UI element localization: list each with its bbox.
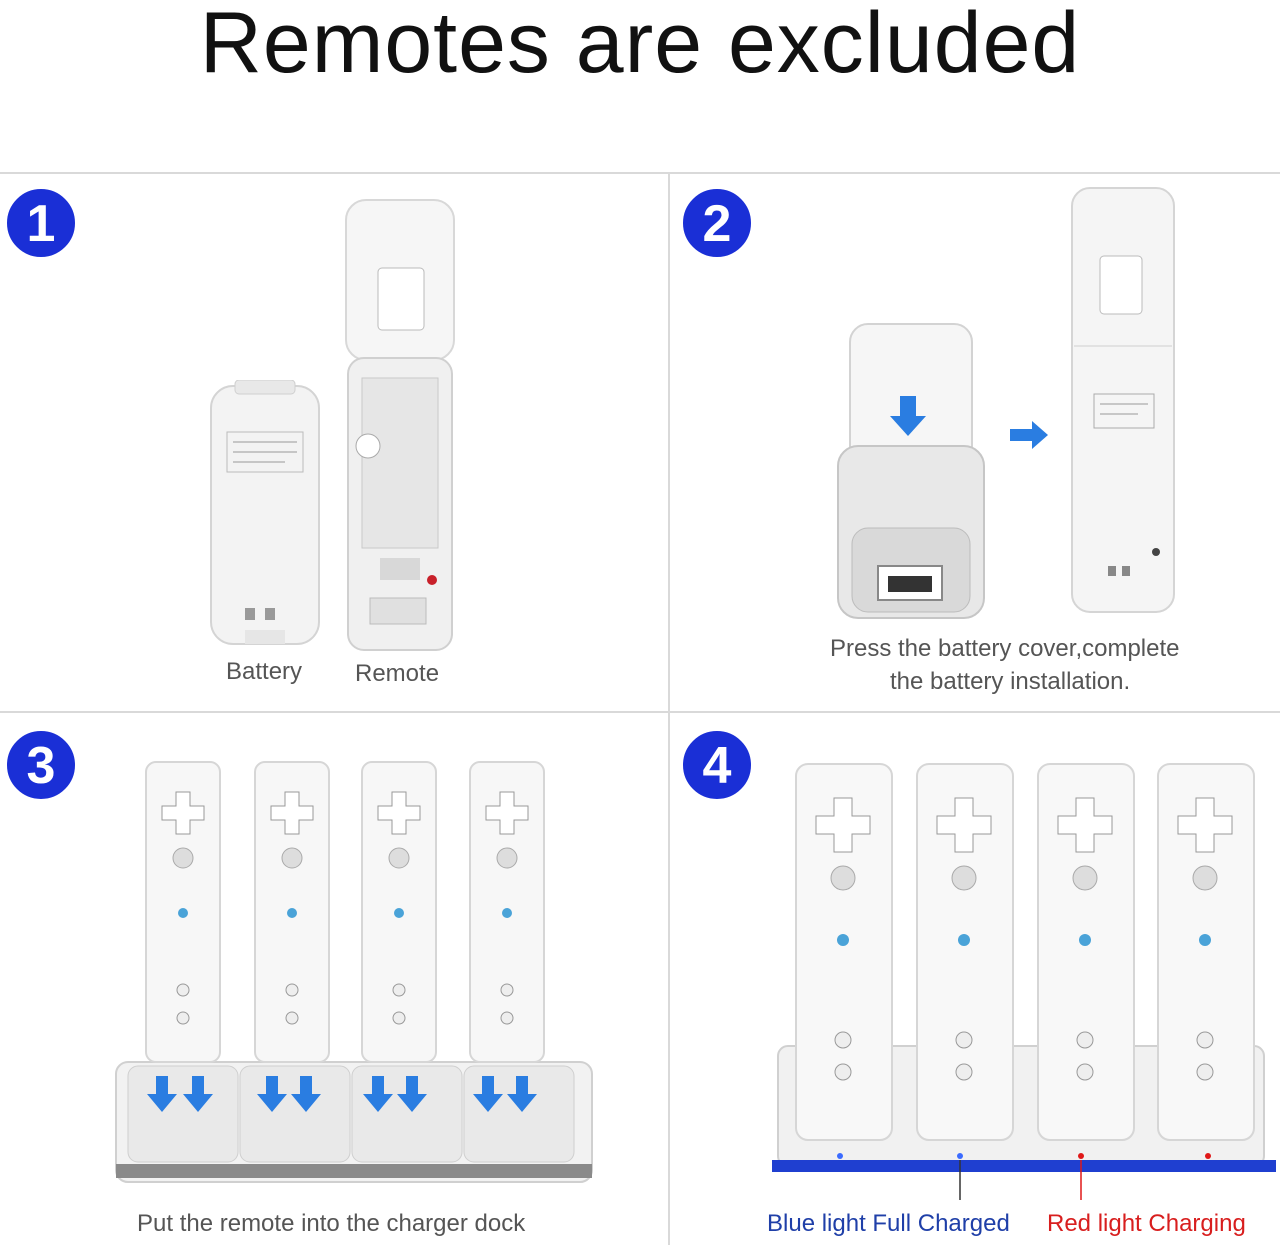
- grid-line-vertical: [668, 172, 670, 1245]
- step-1-badge: 1: [5, 187, 77, 259]
- remote-label: Remote: [355, 660, 440, 687]
- step-4-number: 4: [703, 737, 732, 795]
- right-arrow-icon: [1010, 421, 1048, 449]
- red-light-2: [1205, 1153, 1211, 1159]
- legend-red-light: Red light Charging: [1047, 1210, 1246, 1237]
- wii-remote-1: [145, 761, 221, 1063]
- grid-line-top: [0, 172, 1280, 174]
- step-1-number: 1: [27, 195, 56, 253]
- wii-remote-battery-insert: [837, 323, 985, 619]
- wii-remote-closed: [1071, 187, 1175, 613]
- down-arrow-icons: [147, 1076, 537, 1112]
- blue-light-1: [837, 1153, 843, 1159]
- step-3-badge: 3: [5, 729, 77, 801]
- charging-dock-step-3: [115, 761, 593, 1183]
- step-3-number: 3: [27, 737, 56, 795]
- wii-remote-d: [1157, 763, 1255, 1141]
- battery-pack: [210, 380, 320, 645]
- wii-remote-2: [254, 761, 330, 1063]
- blue-light-2: [957, 1153, 963, 1159]
- step-2-caption-line-2: the battery installation.: [890, 668, 1131, 695]
- step-4-badge: 4: [681, 729, 753, 801]
- grid-line-middle: [0, 711, 1280, 713]
- page-title: Remotes are excluded: [199, 0, 1081, 91]
- charging-dock-step-4: [772, 763, 1276, 1200]
- step-2-number: 2: [703, 195, 732, 253]
- legend-blue-light: Blue light Full Charged: [767, 1210, 1010, 1237]
- step-3-caption: Put the remote into the charger dock: [137, 1210, 526, 1237]
- red-light-1: [1078, 1153, 1084, 1159]
- wii-remote-3: [361, 761, 437, 1063]
- wii-remote-4: [469, 761, 545, 1063]
- wii-remote-b: [916, 763, 1014, 1141]
- down-arrow-icon: [890, 396, 926, 436]
- wii-remote-open: [345, 199, 455, 651]
- battery-label: Battery: [226, 658, 303, 685]
- wii-remote-c: [1037, 763, 1135, 1141]
- step-2-badge: 2: [681, 187, 753, 259]
- step-2-caption-line-1: Press the battery cover,complete: [830, 635, 1180, 662]
- wii-remote-a: [795, 763, 893, 1141]
